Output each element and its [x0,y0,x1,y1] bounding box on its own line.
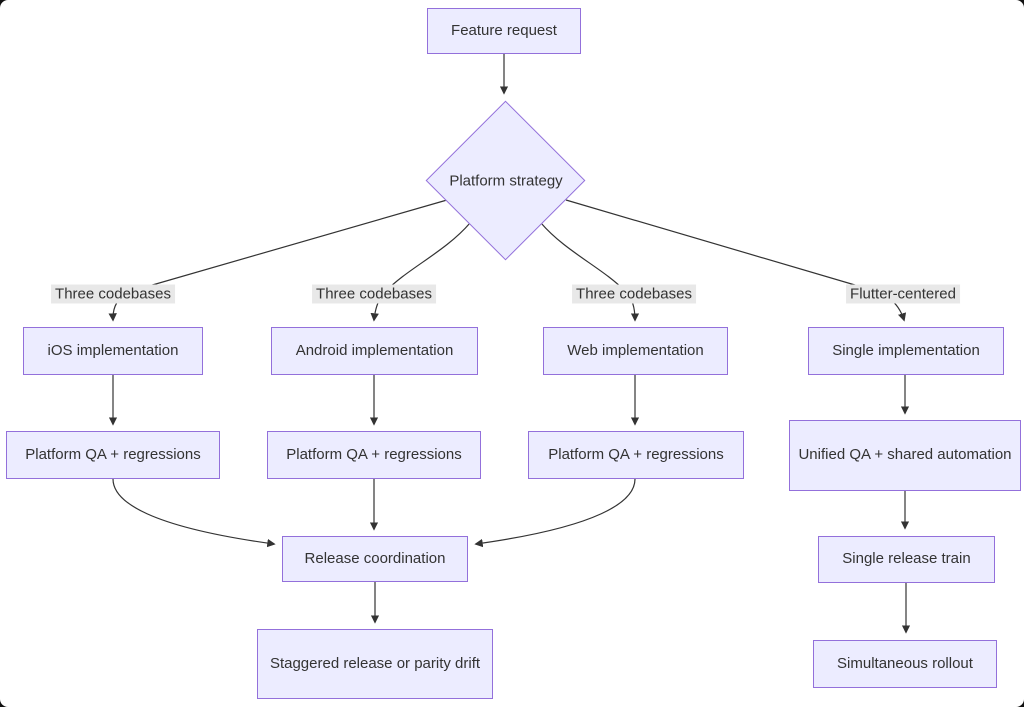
edge-qaweb-to-release [474,478,636,548]
edge-label-flutter-centered: Flutter-centered [846,284,960,304]
edge-label-three-codebases-web: Three codebases [572,284,696,304]
edge-qaios-to-release [112,478,276,548]
node-staggered-release: Staggered release or parity drift [257,629,493,699]
edge-label-three-codebases-ios: Three codebases [51,284,175,304]
node-simultaneous-rollout: Simultaneous rollout [813,640,997,688]
edge-label-three-codebases-android: Three codebases [312,284,436,304]
node-platform-qa-android: Platform QA + regressions [267,431,481,479]
node-web-implementation: Web implementation [543,327,728,375]
node-unified-qa: Unified QA + shared automation [789,420,1021,491]
node-platform-qa-ios: Platform QA + regressions [6,431,220,479]
edge-strategy-to-android [370,222,471,322]
node-release-coordination: Release coordination [282,536,468,582]
node-android-implementation: Android implementation [271,327,478,375]
edge-strategy-to-web [540,222,640,322]
node-single-release-train: Single release train [818,536,995,583]
node-single-implementation: Single implementation [808,327,1004,375]
node-feature-request: Feature request [427,8,581,54]
node-platform-qa-web: Platform QA + regressions [528,431,744,479]
node-ios-implementation: iOS implementation [23,327,203,375]
node-platform-strategy-label: Platform strategy [449,172,563,190]
